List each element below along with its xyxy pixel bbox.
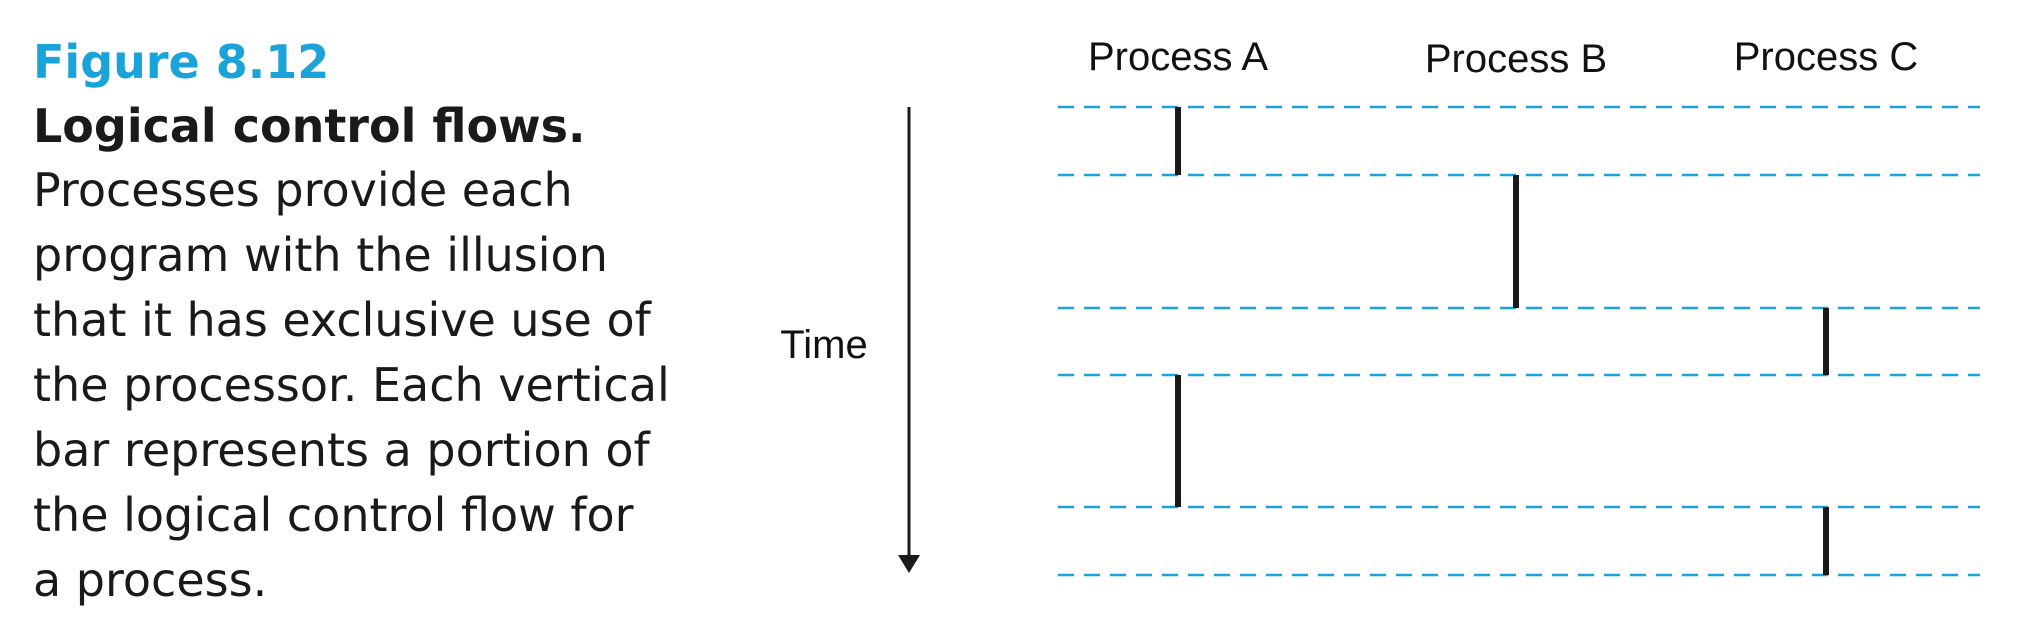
process-label-b: Process B (1425, 37, 1607, 81)
execution-bars (1175, 107, 1829, 575)
figure-number: Figure 8.12 (33, 35, 330, 89)
figure-caption: Figure 8.12 Logical control flows. Proce… (33, 30, 673, 613)
time-label: Time (780, 323, 867, 367)
figure-description: Processes provide each program with the … (33, 163, 670, 607)
time-arrow-head (898, 555, 920, 573)
process-label-a: Process A (1088, 35, 1268, 79)
figure-title: Logical control flows. (33, 99, 586, 153)
process-label-c: Process C (1734, 35, 1919, 79)
